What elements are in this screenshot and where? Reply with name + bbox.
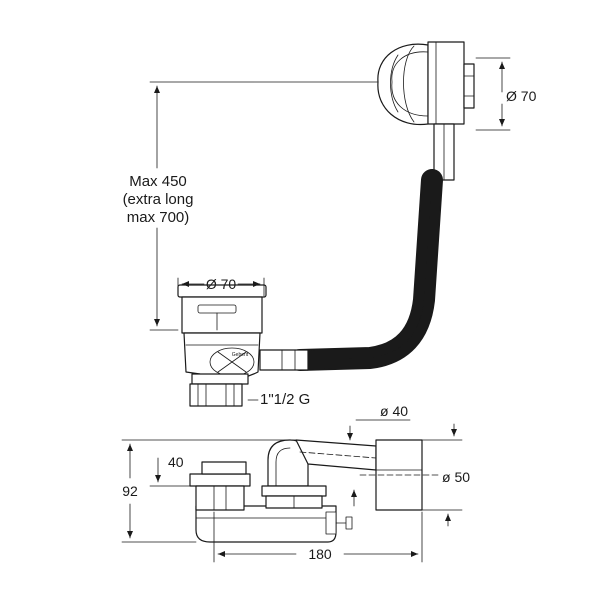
height-dimension bbox=[149, 81, 396, 331]
overall-width-label: 180 bbox=[308, 546, 332, 562]
bottom-view: ø 40 ø 50 92 40 180 bbox=[121, 403, 470, 563]
waste-body: Geberit bbox=[177, 284, 267, 407]
top-view: Max 450 (extra long max 700) Ø 70 bbox=[123, 41, 537, 408]
waste-cylinder bbox=[189, 461, 251, 511]
trap-height-label: 40 bbox=[168, 454, 184, 470]
trap-height-dimension bbox=[149, 457, 197, 487]
overall-width-dimension bbox=[213, 511, 423, 563]
trap-basin bbox=[195, 505, 353, 543]
overflow-diameter-dimension bbox=[475, 57, 511, 131]
height-max-label: Max 450 bbox=[129, 173, 187, 190]
overflow-tube bbox=[433, 123, 455, 181]
waste-diameter-dimension bbox=[177, 277, 265, 297]
waste-connector bbox=[259, 349, 309, 371]
thread-label: 1"1/2 G bbox=[260, 391, 310, 408]
height-extra-label-1: (extra long bbox=[123, 191, 194, 208]
waste-diameter-label: Ø 70 bbox=[206, 276, 237, 292]
brand-mark: Geberit bbox=[232, 352, 249, 358]
overflow-diameter-label: Ø 70 bbox=[506, 88, 537, 104]
flexible-hose bbox=[289, 169, 443, 371]
overall-height-dimension bbox=[121, 439, 297, 543]
pipe-diameter-top-dimension bbox=[347, 419, 411, 507]
overall-height-label: 92 bbox=[122, 483, 138, 499]
overflow-housing bbox=[359, 439, 441, 511]
pipe-diameter-right-dimension bbox=[421, 423, 463, 527]
overflow-head bbox=[377, 41, 475, 126]
pipe-diameter-top-label: ø 40 bbox=[380, 403, 408, 419]
pipe-diameter-right-label: ø 50 bbox=[442, 469, 470, 485]
height-extra-label-2: max 700) bbox=[127, 209, 190, 226]
